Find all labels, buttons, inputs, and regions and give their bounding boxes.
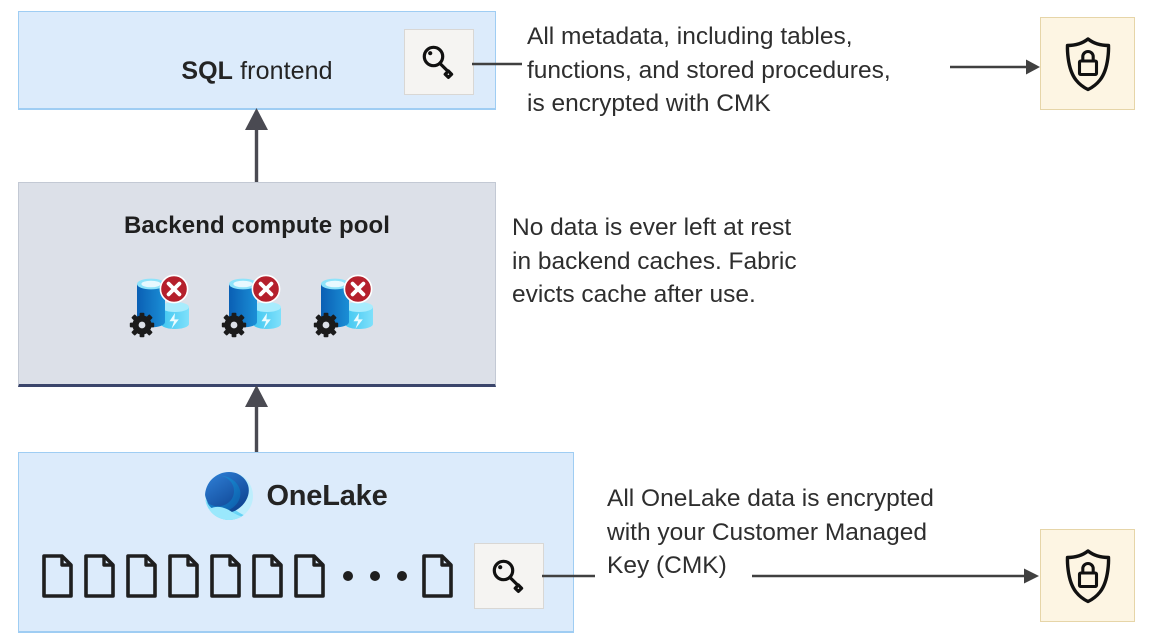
cache-disabled-icon — [313, 274, 373, 338]
file-icon — [422, 554, 453, 598]
onelake-key-stub-line — [542, 574, 595, 578]
file-icon — [84, 554, 115, 598]
file-icon — [168, 554, 199, 598]
onelake-shield-chip[interactable] — [1040, 529, 1135, 622]
onelake-to-backend-arrow — [245, 385, 268, 453]
ellipsis-dot — [343, 571, 353, 581]
onelake-file-row — [41, 553, 463, 599]
file-icon — [210, 554, 241, 598]
file-icon — [126, 554, 157, 598]
sql-frontend-title-strong: SQL — [181, 57, 234, 85]
cache-disabled-icon — [129, 274, 189, 338]
cache-icon-row — [19, 269, 495, 343]
sql-shield-chip[interactable] — [1040, 17, 1135, 110]
key-icon — [492, 559, 524, 593]
backend-pool-title: Backend compute pool — [123, 212, 391, 239]
backend-to-sql-arrow — [245, 108, 268, 186]
backend-annotation-text: No data is ever left at rest in backend … — [512, 214, 797, 308]
onelake-brand-name: OneLake — [266, 479, 388, 512]
file-icon — [252, 554, 283, 598]
onelake-key-chip[interactable] — [474, 543, 544, 609]
key-icon — [422, 45, 454, 79]
onelake-to-shield-arrow — [752, 568, 1039, 584]
sql-annotation-text: All metadata, including tables, function… — [527, 23, 891, 117]
onelake-logo — [205, 472, 254, 520]
shield-lock-icon — [1065, 36, 1110, 91]
sql-key-chip[interactable] — [404, 29, 474, 95]
shield-lock-icon — [1065, 548, 1110, 603]
ellipsis-dots — [343, 571, 407, 581]
file-icon — [42, 554, 73, 598]
file-icon — [294, 554, 325, 598]
sql-to-shield-arrow — [950, 59, 1040, 75]
onelake-brand: OneLake — [19, 471, 573, 521]
sql-frontend-title: SQL frontend — [19, 57, 495, 86]
sql-key-stub-line — [472, 62, 522, 66]
cache-disabled-icon — [221, 274, 281, 338]
ellipsis-dot — [397, 571, 407, 581]
ellipsis-dot — [370, 571, 380, 581]
sql-frontend-title-rest: frontend — [233, 57, 333, 85]
backend-compute-pool-box: Backend compute pool — [18, 182, 496, 387]
onelake-annotation-text: All OneLake data is encrypted with your … — [607, 485, 934, 579]
